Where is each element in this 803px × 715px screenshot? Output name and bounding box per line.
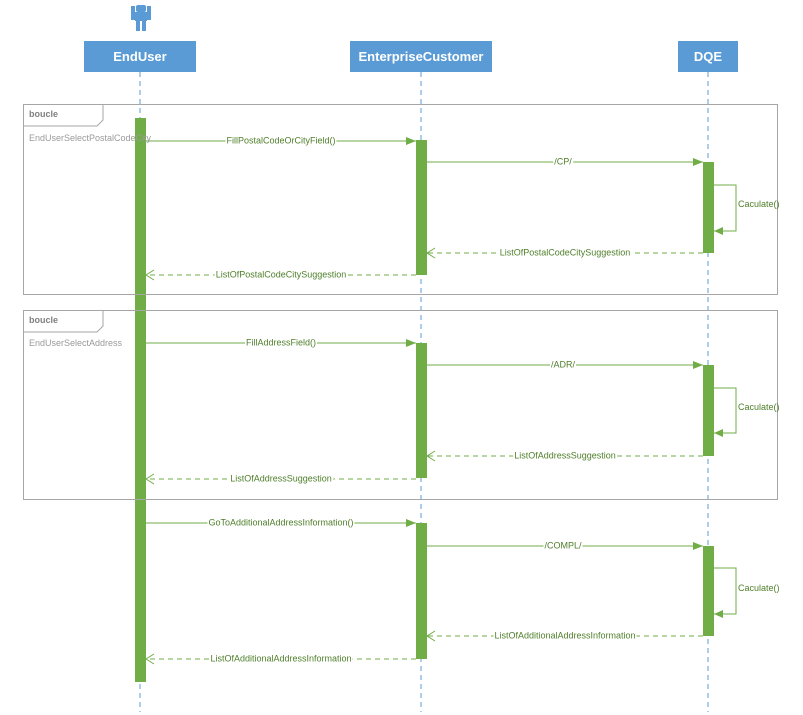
- self-message-label: Caculate(): [738, 402, 780, 412]
- self-message-label: Caculate(): [738, 583, 780, 593]
- message-label: ListOfAddressSuggestion: [513, 450, 617, 462]
- activation-enterprisecustomer: [416, 140, 427, 275]
- message-label: ListOfPostalCodeCitySuggestion: [498, 247, 632, 259]
- loop-condition-label: EndUserSelectAddress: [29, 338, 123, 348]
- activation-dqe: [703, 365, 714, 456]
- user-figure-icon: [131, 5, 151, 31]
- message-label: /ADR/: [549, 359, 577, 371]
- loop-tag-shape: [23, 310, 104, 333]
- loop-tag-shape: [23, 104, 104, 127]
- loop-tag-label: boucle: [29, 109, 59, 119]
- message-label: FillAddressField(): [244, 337, 318, 349]
- message-label: FillPostalCodeOrCityField(): [225, 135, 337, 147]
- activation-dqe: [703, 546, 714, 636]
- message-label: GoToAdditionalAddressInformation(): [207, 517, 355, 529]
- self-message-arrow: [714, 567, 737, 618]
- activation-enterprisecustomer: [416, 523, 427, 659]
- loop-frame-postal: boucle EndUserSelectPostalCodeCity: [23, 104, 778, 295]
- activation-enterprisecustomer: [416, 343, 427, 478]
- lifeline-header-dqe[interactable]: DQE: [678, 41, 738, 72]
- activation-dqe: [703, 162, 714, 253]
- self-message-arrow: [714, 387, 737, 437]
- lifeline-header-enterprisecustomer[interactable]: EnterpriseCustomer: [350, 41, 492, 72]
- message-label: /COMPL/: [543, 540, 583, 552]
- message-label: ListOfAdditionalAddressInformation: [493, 630, 637, 642]
- activation-enduser: [135, 118, 146, 682]
- loop-condition-label: EndUserSelectPostalCodeCity: [29, 133, 152, 143]
- message-label: ListOfAdditionalAddressInformation: [209, 653, 353, 665]
- loop-frame-address: boucle EndUserSelectAddress: [23, 310, 778, 500]
- loop-tag-label: boucle: [29, 315, 59, 325]
- message-label: ListOfAddressSuggestion: [229, 473, 333, 485]
- self-message-label: Caculate(): [738, 199, 780, 209]
- self-message-arrow: [714, 184, 737, 235]
- message-label: /CP/: [553, 156, 573, 168]
- lifeline-header-enduser[interactable]: EndUser: [84, 41, 196, 72]
- message-label: ListOfPostalCodeCitySuggestion: [214, 269, 348, 281]
